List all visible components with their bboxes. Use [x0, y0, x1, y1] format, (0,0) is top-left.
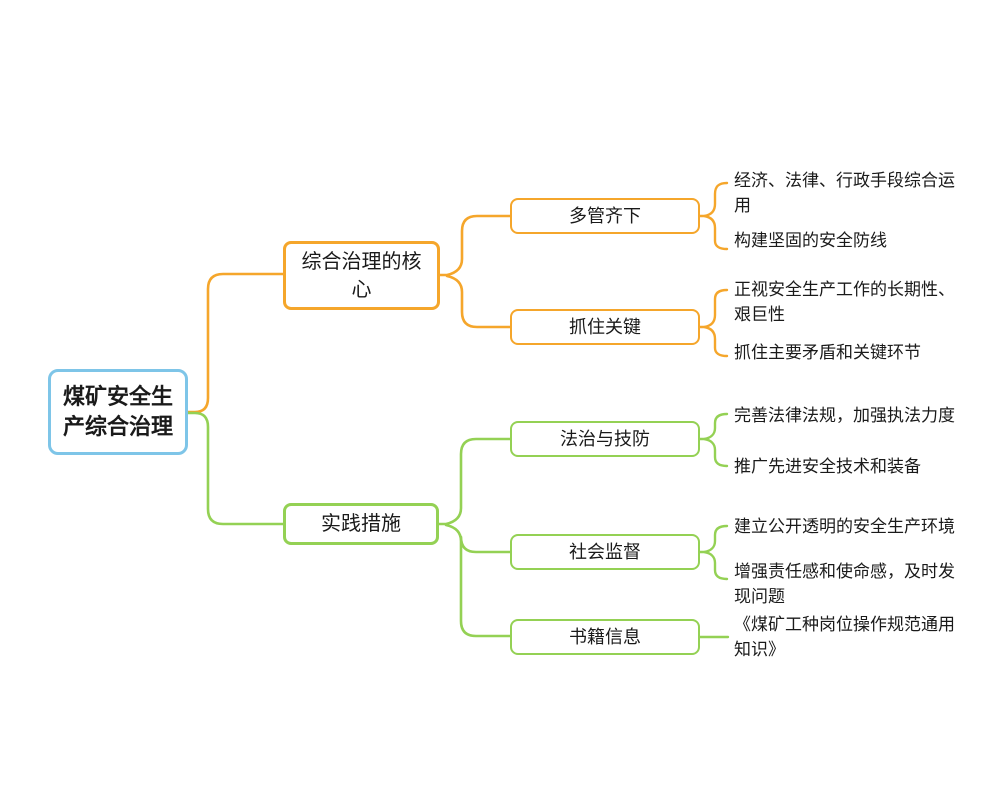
leaf-face-long-term[interactable]: 正视安全生产工作的长期性、艰巨性	[734, 280, 955, 324]
connector-root-to-core	[186, 272, 285, 414]
leaf-build-defense-line[interactable]: 构建坚固的安全防线	[734, 231, 887, 250]
node-social-supervision[interactable]: 社会监督	[510, 534, 700, 570]
node-core-governance[interactable]: 综合治理的核心	[283, 241, 440, 310]
node-law-tech[interactable]: 法治与技防	[510, 421, 700, 457]
node-grasp-key[interactable]: 抓住关键	[510, 309, 700, 345]
leaf-book-title[interactable]: 《煤矿工种岗位操作规范通用知识》	[734, 615, 955, 659]
node-root[interactable]: 煤矿安全生产综合治理	[48, 369, 188, 455]
connector-root-to-practice	[186, 411, 285, 526]
leaf-main-contradictions[interactable]: 抓住主要矛盾和关键环节	[734, 343, 921, 362]
connector-practice-to-children	[437, 437, 512, 638]
connector-zhua-to-leaves	[698, 288, 729, 358]
connector-fazhi-to-leaves	[698, 412, 729, 468]
leaf-promote-tech[interactable]: 推广先进安全技术和装备	[734, 457, 921, 476]
leaf-responsibility-mission[interactable]: 增强责任感和使命感，及时发现问题	[734, 562, 955, 606]
node-book-info[interactable]: 书籍信息	[510, 619, 700, 655]
connector-core-to-children	[438, 214, 512, 329]
node-multi-pronged[interactable]: 多管齐下	[510, 198, 700, 234]
leaf-improve-laws[interactable]: 完善法律法规，加强执法力度	[734, 406, 955, 425]
leaf-transparent-environment[interactable]: 建立公开透明的安全生产环境	[734, 517, 955, 536]
connector-shehui-to-leaves	[698, 524, 729, 581]
connector-duo-to-leaves	[698, 181, 729, 251]
node-practice-measures[interactable]: 实践措施	[283, 503, 439, 545]
leaf-economic-legal-admin[interactable]: 经济、法律、行政手段综合运用	[734, 171, 955, 215]
